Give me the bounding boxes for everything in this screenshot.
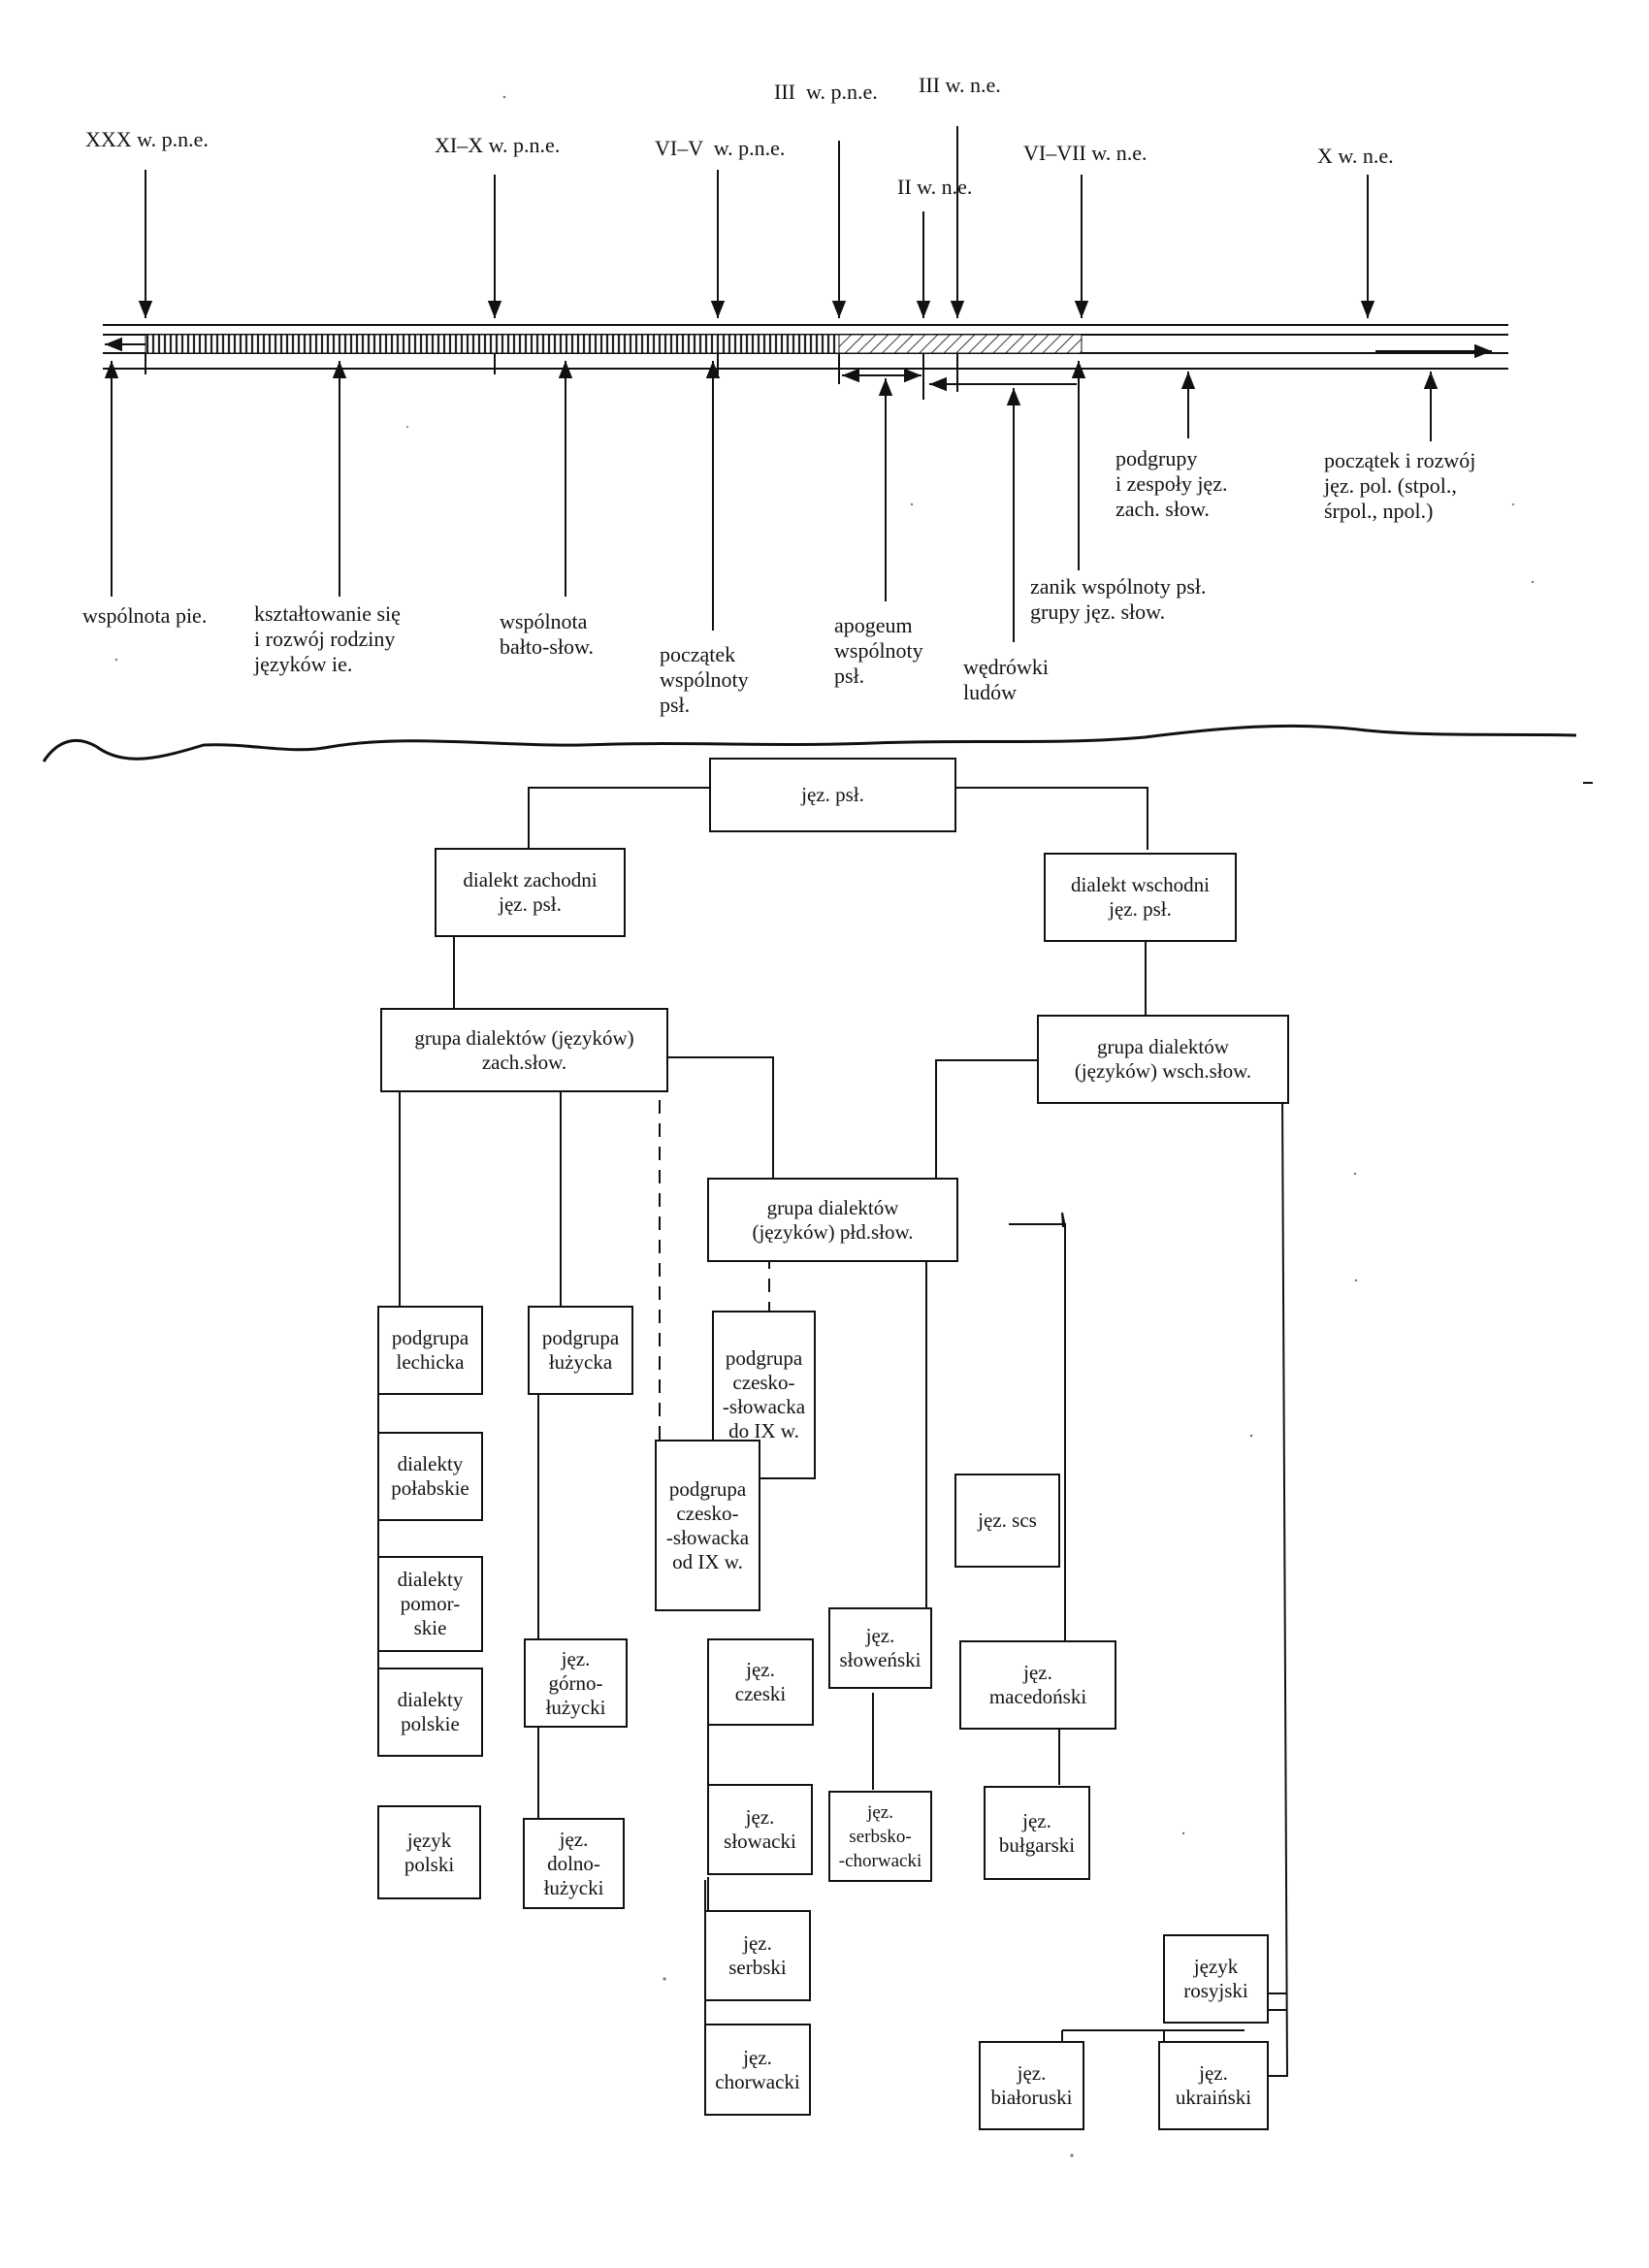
torn-edge-separator: [42, 724, 1577, 762]
node-east-slavic-group: grupa dialektów (języków) wsch.słow.: [1074, 1035, 1252, 1083]
period-label-vi-vii-ce: VI–VII w. n.e.: [1023, 141, 1148, 165]
node-upper-sorbian: jęz. górno- łużycki: [545, 1646, 606, 1719]
period-label-xxx-bce: XXX w. p.n.e.: [85, 127, 209, 151]
period-label-iii-bce: III w. p.n.e.: [774, 80, 878, 104]
node-czech: jęz. czeski: [734, 1658, 787, 1705]
tree-boxes: [377, 758, 1289, 2130]
node-west-dialect: dialekt zachodni jęz. psł.: [463, 868, 598, 916]
event-label-west-slavic-subgroups: podgrupy i zespoły jęz. zach. słow.: [1116, 446, 1228, 521]
node-slovene: jęz. słoweński: [839, 1624, 922, 1671]
period-label-xi-x-bce: XI–X w. p.n.e.: [435, 133, 561, 157]
node-pomeranian-dialects: dialekty pomor- skie: [397, 1568, 464, 1639]
period-tick-marks: [145, 353, 958, 400]
node-polabian-dialects: dialekty połabskie: [391, 1452, 469, 1500]
node-polish-dialects: dialekty polskie: [397, 1688, 464, 1735]
event-label-polish-development: początek i rozwój jęz. pol. (stpol., śrp…: [1324, 448, 1476, 523]
node-slovak: jęz. słowacki: [724, 1805, 796, 1853]
event-label-ie-family: kształtowanie się i rozwój rodziny język…: [254, 601, 401, 676]
node-lower-sorbian: jęz. dolno- łużycki: [543, 1827, 604, 1899]
period-label-x-ce: X w. n.e.: [1317, 144, 1394, 168]
node-belarusian: jęz. białoruski: [990, 2061, 1073, 2109]
event-label-balto-slavic: wspólnota bałto-słow.: [500, 609, 594, 659]
timeline-hatched-diagonal: [838, 334, 1083, 354]
event-label-pss-decline: zanik wspólnoty psł. grupy jęz. słow.: [1030, 574, 1207, 624]
event-label-migrations: wędrówki ludów: [963, 655, 1049, 704]
event-label-pss-apogee: apogeum wspólnoty psł.: [834, 613, 923, 688]
event-label-pie-community: wspólnota pie.: [82, 603, 208, 628]
period-arrows: [138, 126, 1375, 318]
node-macedonian: jęz. macedoński: [988, 1661, 1087, 1708]
node-czech-slovak-after-ix: podgrupa czesko- -słowacka od IX w.: [665, 1476, 750, 1573]
node-ukrainian: jęz. ukraiński: [1175, 2061, 1252, 2109]
event-label-pss-start: początek wspólnoty psł.: [660, 642, 749, 717]
scan-specks: [114, 95, 1535, 2157]
period-label-iii-ce: III w. n.e.: [919, 73, 1001, 97]
timeline-hatched-vertical: [145, 334, 840, 354]
node-polish-language: język polski: [404, 1828, 455, 1876]
node-bulgarian: jęz. bułgarski: [998, 1808, 1076, 1857]
event-arrows: [104, 361, 1439, 642]
tree-connectors: [377, 787, 1289, 2077]
node-east-dialect: dialekt wschodni jęz. psł.: [1071, 873, 1210, 921]
node-russian: język rosyjski: [1183, 1955, 1248, 2002]
node-serbian: jęz. serbski: [728, 1931, 787, 1979]
node-south-slavic-group: grupa dialektów (języków) płd.słow.: [752, 1195, 914, 1244]
period-label-vi-v-bce: VI–V w. p.n.e.: [655, 136, 786, 160]
period-label-ii-ce: II w. n.e.: [897, 175, 973, 199]
node-croatian: jęz. chorwacki: [715, 2045, 800, 2093]
node-serbo-croatian: jęz. serbsko- -chorwacki: [838, 1801, 922, 1871]
node-old-church-slavonic: jęz. scs: [978, 1508, 1037, 1532]
node-lechitic-subgroup: podgrupa lechicka: [391, 1326, 469, 1374]
node-czech-slovak-before-ix: podgrupa czesko- -słowacka do IX w.: [722, 1346, 806, 1442]
node-proto-slavic: jęz. psł.: [801, 783, 864, 806]
node-west-slavic-group: grupa dialektów (języków) zach.słow.: [414, 1025, 634, 1074]
node-sorbian-subgroup: podgrupa łużycka: [541, 1326, 620, 1374]
